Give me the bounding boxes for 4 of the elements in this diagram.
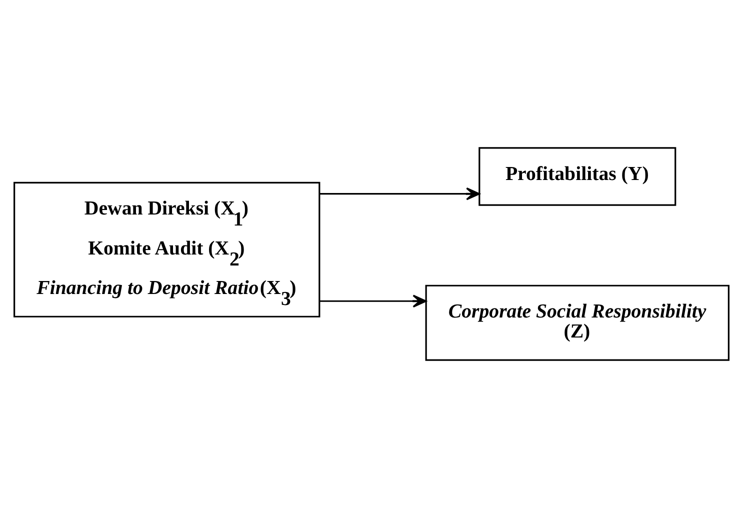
arrow xyxy=(320,186,480,200)
node-box: Profitabilitas (Y) xyxy=(478,146,676,206)
arrow xyxy=(320,294,427,308)
node-box: Corporate Social Responsibility (Z) xyxy=(425,284,730,360)
